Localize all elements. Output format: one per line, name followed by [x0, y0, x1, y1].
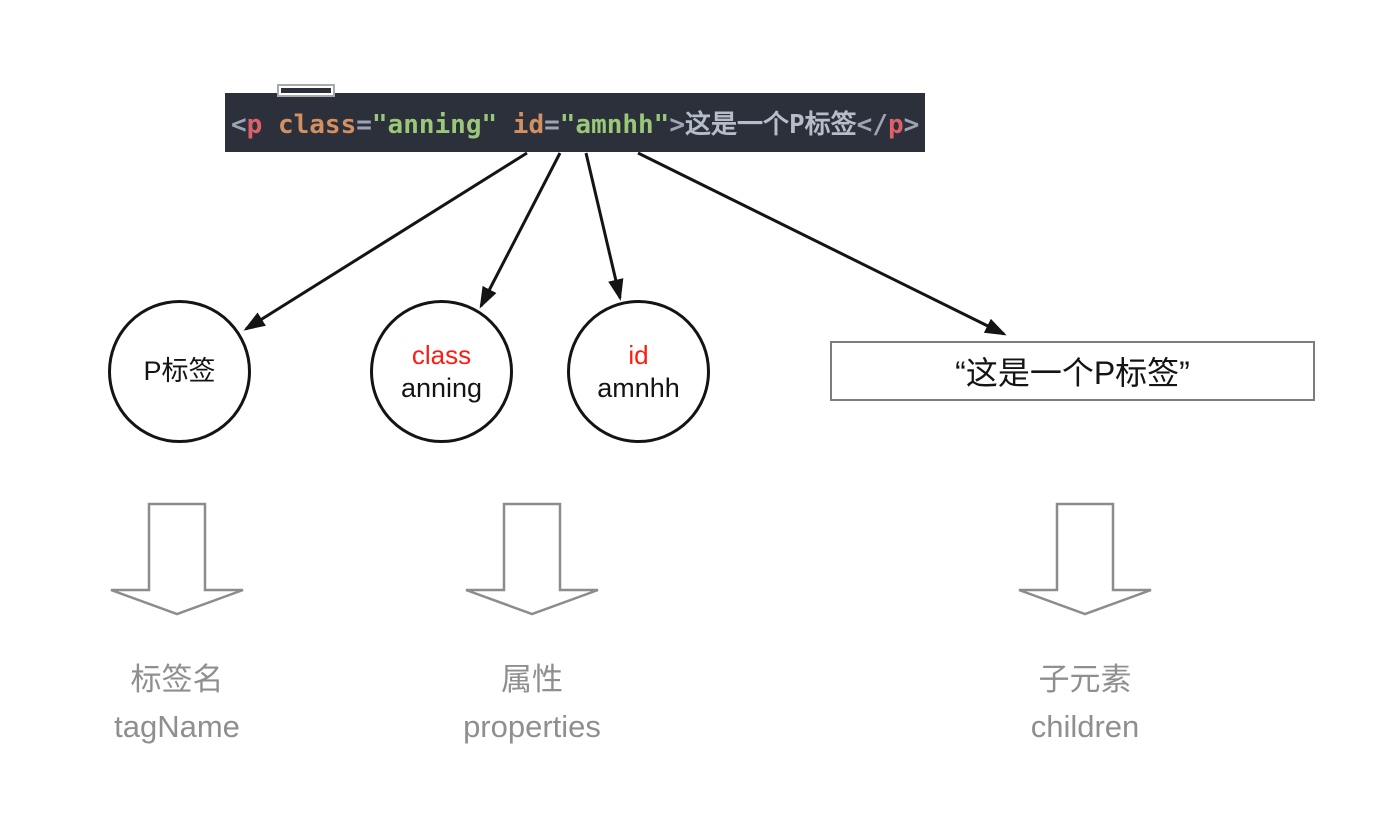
- id-attr-value: amnhh: [597, 372, 680, 403]
- code-token: >: [669, 110, 685, 140]
- code-token: class: [277, 110, 357, 140]
- legend-tagname-zh: 标签名: [130, 662, 224, 697]
- tagname-node: P标签: [108, 300, 251, 443]
- code-token: 这是一个P标签: [685, 110, 857, 140]
- tagname-node-label: P标签: [143, 356, 216, 386]
- code-token: >: [903, 110, 920, 140]
- code-token: =: [356, 110, 372, 140]
- class-attr-node: class anning: [370, 300, 513, 443]
- code-token: "amnhh": [559, 110, 670, 140]
- arrow-to-class-icon: [479, 152, 562, 309]
- code-token: <: [231, 110, 247, 140]
- down-arrow-tagname-icon: [110, 502, 244, 616]
- legend-tagname-en: tagName: [114, 709, 240, 744]
- down-arrow-properties-icon: [465, 502, 599, 616]
- legend-properties-zh: 属性: [501, 662, 563, 697]
- children-text: “这是一个P标签”: [955, 355, 1190, 391]
- children-text-node: “这是一个P标签”: [830, 341, 1315, 401]
- code-token: =: [544, 110, 560, 140]
- id-attr-name: id: [628, 339, 649, 370]
- legend-children: 子元素 children: [925, 660, 1245, 747]
- code-token: </: [856, 110, 888, 140]
- id-attr-node: id amnhh: [567, 300, 710, 443]
- legend-children-en: children: [1030, 709, 1140, 744]
- code-snippet-block: <p class="anning" id="amnhh">这是一个P标签</p>: [225, 84, 925, 152]
- arrow-to-tagname-icon: [243, 151, 528, 331]
- arrow-to-children-icon: [637, 151, 1007, 336]
- code-tab: [277, 84, 335, 97]
- class-attr-value: anning: [400, 372, 483, 403]
- code-token: p: [887, 110, 904, 140]
- code-token: [497, 110, 513, 140]
- code-token: "anning": [371, 110, 498, 140]
- arrow-to-id-icon: [584, 152, 624, 301]
- code-line: <p class="anning" id="amnhh">这是一个P标签</p>: [231, 104, 919, 141]
- code-token: p: [246, 110, 263, 140]
- code-token: id: [512, 110, 545, 140]
- legend-properties: 属性 properties: [372, 660, 692, 747]
- code-token: [262, 110, 278, 140]
- legend-children-zh: 子元素: [1038, 662, 1132, 697]
- legend-properties-en: properties: [463, 709, 601, 744]
- down-arrow-children-icon: [1018, 502, 1152, 616]
- legend-tagname: 标签名 tagName: [17, 660, 337, 747]
- class-attr-name: class: [411, 339, 472, 370]
